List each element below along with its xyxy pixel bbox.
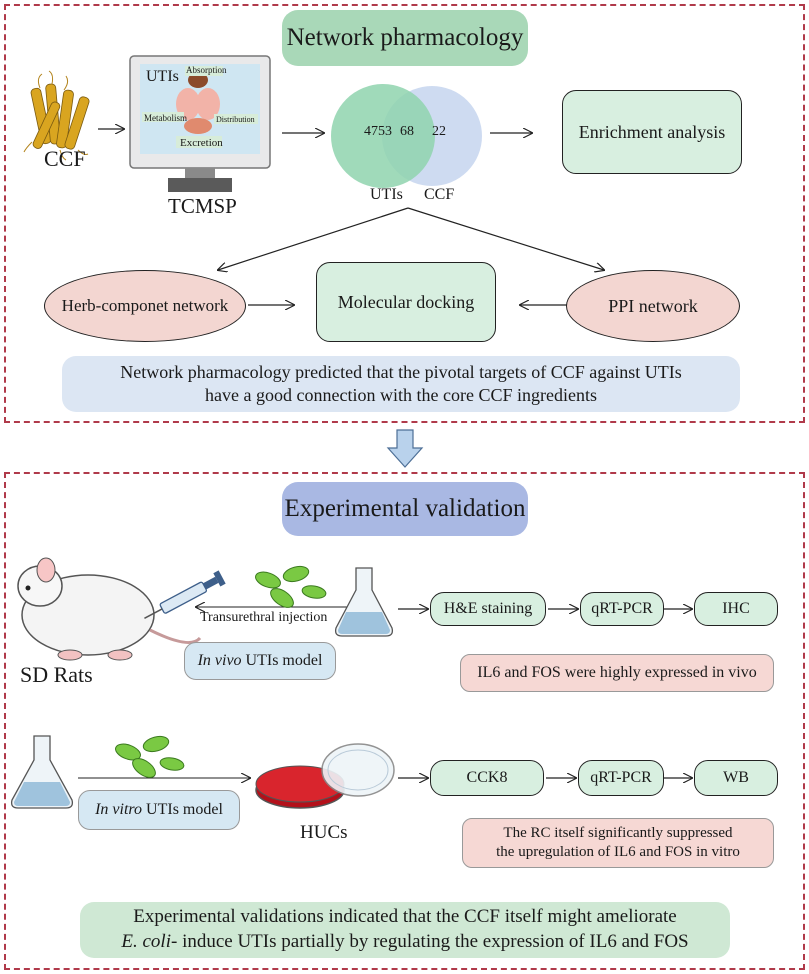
in-vivo-em: In vivo [197,652,242,669]
experimental-validation-title: Experimental validation [282,482,528,536]
screen-utis-label: UTIs [146,68,179,85]
in-vivo-rest: UTIs model [241,652,323,669]
in-vitro-model: In vitro UTIs model [78,790,240,830]
vitro-result-line2: the upregulation of IL6 and FOS in vitro [496,844,740,860]
network-summary-line1: Network pharmacology predicted that the … [120,361,682,382]
transurethral-label: Transurethral injection [200,610,328,625]
network-pharmacology-section [4,4,805,423]
flask-icon-vitro [10,735,74,809]
ppi-network-node: PPI network [566,270,740,342]
network-summary-line2: have a good connection with the core CCF… [205,385,597,405]
ecoli-em: E. coli- [121,931,178,952]
venn-left-value: 4753 [364,124,392,139]
screen-excretion-label: Excretion [180,137,223,149]
experimental-validation-section [4,472,805,970]
flask-icon-vivo [334,567,394,637]
tcmsp-label: TCMSP [168,194,237,218]
vivo-step-ihc: IHC [694,592,778,626]
screen-metabolism-label: Metabolism [144,113,187,123]
venn-overlap-value: 68 [400,124,414,139]
experimental-summary-line2: E. coli- induce UTIs partially by regula… [121,930,688,955]
down-arrow-icon [386,429,424,468]
vivo-result: IL6 and FOS were highly expressed in viv… [460,654,774,692]
venn-right-label: CCF [424,186,455,203]
venn-right-value: 22 [432,124,446,139]
vitro-step-qrt-pcr: qRT-PCR [578,760,664,796]
enrichment-analysis-node: Enrichment analysis [562,90,742,174]
venn-utis-circle [331,84,435,188]
in-vitro-rest: UTIs model [142,801,223,818]
vitro-result-line1: The RC itself significantly suppressed [503,825,733,842]
petri-dish-icon [255,743,395,809]
experimental-summary-line1: Experimental validations indicated that … [133,906,677,928]
ccf-label: CCF [44,146,86,171]
syringe-icon [144,570,226,619]
computer-monitor-icon [129,55,271,192]
vitro-step-wb: WB [694,760,778,796]
vitro-step-cck8: CCK8 [430,760,544,796]
herb-component-network-node: Herb-componet network [44,270,246,342]
experimental-summary-line2-rest: induce UTIs partially by regulating the … [177,931,689,952]
in-vivo-model: In vivo UTIs model [184,642,336,680]
experimental-summary: Experimental validations indicated that … [80,902,730,958]
bacteria-icon-vitro [115,735,185,778]
rat-icon [17,557,202,661]
network-pharmacology-title: Network pharmacology [282,10,528,66]
vivo-step-qrt-pcr: qRT-PCR [580,592,664,626]
herb-roots-icon [23,70,90,161]
sd-rats-label: SD Rats [20,662,93,687]
vitro-result: The RC itself significantly suppressed t… [462,818,774,868]
venn-left-label: UTIs [370,186,403,203]
screen-distribution-label: Distribution [216,115,255,124]
hucs-label: HUCs [300,822,348,843]
molecular-docking-node: Molecular docking [316,262,496,342]
vivo-step-he-staining: H&E staining [430,592,546,626]
network-summary: Network pharmacology predicted that the … [62,356,740,412]
screen-absorption-label: Absorption [186,65,227,75]
bacteria-icon-vivo [255,565,327,608]
in-vitro-em: In vitro [95,801,143,818]
